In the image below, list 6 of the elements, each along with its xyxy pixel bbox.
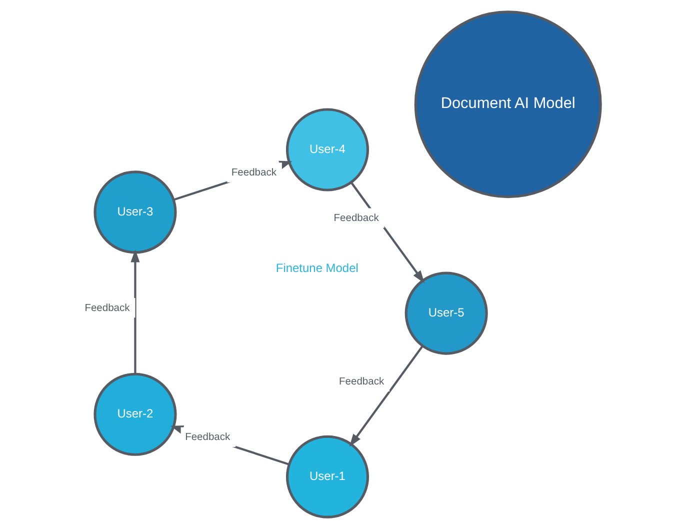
edge-label: Feedback xyxy=(338,376,384,388)
edge-label: Feedback xyxy=(230,168,276,179)
edge-label: Feedback xyxy=(333,213,378,224)
edge-label: Feedback xyxy=(184,432,230,444)
label: Finetune Model xyxy=(275,260,358,275)
edge-label: Feedback xyxy=(84,302,130,314)
